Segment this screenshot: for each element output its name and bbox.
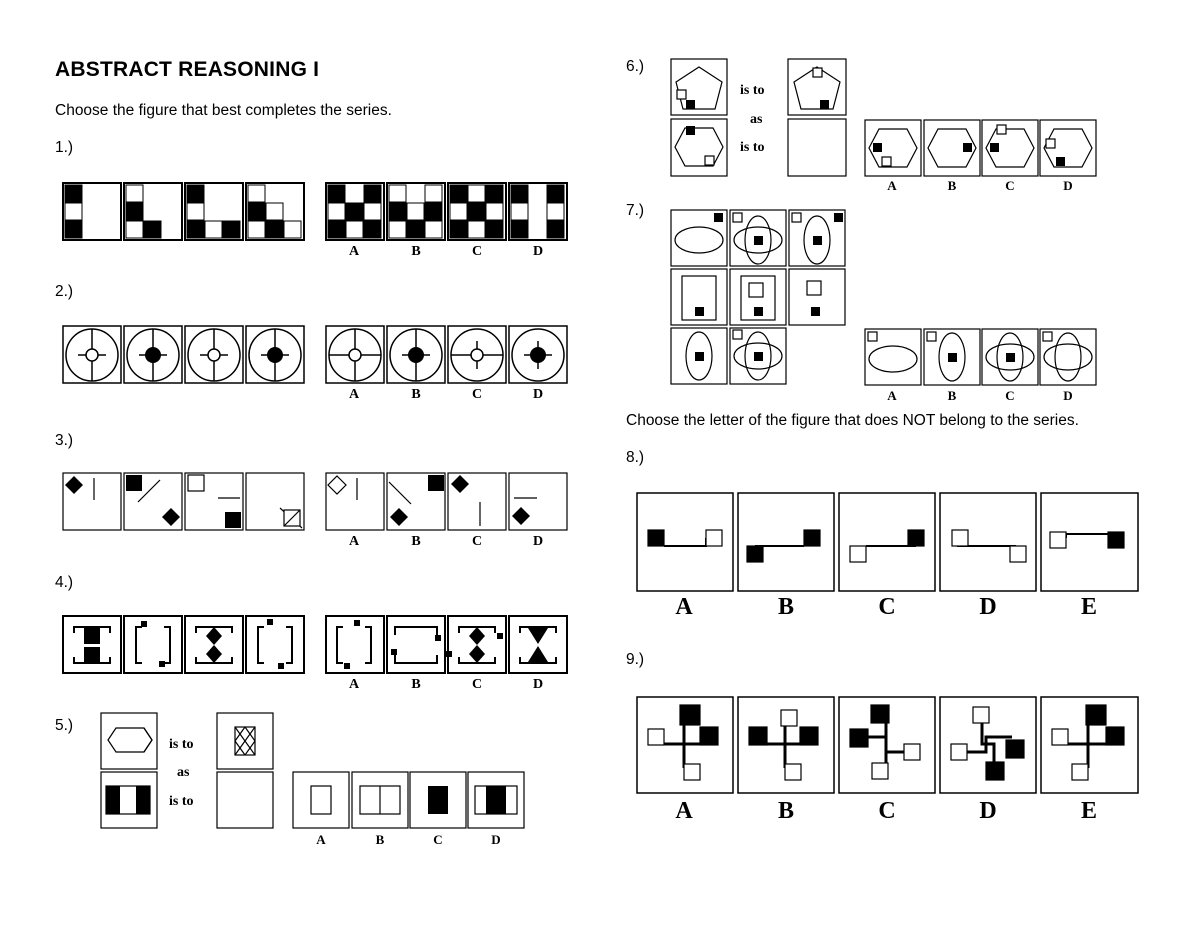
q6-as: as — [750, 112, 763, 127]
q7-option-d-label[interactable]: D — [1063, 388, 1073, 403]
question-4-series — [62, 615, 305, 674]
q7-option-a-label[interactable]: A — [887, 388, 897, 403]
q9-option-d-label[interactable]: D — [979, 798, 997, 824]
q8-option-c-label[interactable]: C — [878, 594, 896, 620]
q8-option-d-label[interactable]: D — [979, 594, 997, 620]
instruction-odd-one-out: Choose the letter of the figure that doe… — [626, 412, 1079, 429]
q3-option-d-label[interactable]: D — [532, 534, 544, 549]
q8-option-e-label[interactable]: E — [1080, 594, 1097, 620]
question-5-number: 5.) — [55, 717, 74, 734]
question-3-options — [325, 472, 568, 531]
q6-is-to-2: is to — [740, 140, 765, 155]
q6-is-to-1: is to — [740, 83, 765, 98]
q9-option-a-label[interactable]: A — [675, 798, 693, 824]
q5-as: as — [177, 765, 190, 780]
question-6-options — [864, 119, 1097, 177]
question-2-options — [325, 325, 568, 384]
question-1-series — [62, 182, 305, 241]
question-2-number: 2.) — [55, 283, 74, 300]
q1-option-a-label[interactable]: A — [348, 244, 360, 259]
q2-option-d-label[interactable]: D — [532, 387, 544, 402]
question-9-options — [636, 696, 1139, 794]
question-6-analogy — [670, 58, 847, 177]
q3-option-a-label[interactable]: A — [348, 534, 360, 549]
q5-is-to-2: is to — [169, 794, 194, 809]
q9-option-c-label[interactable]: C — [878, 798, 896, 824]
question-3-series — [62, 472, 305, 531]
instruction-complete: Choose the figure that best completes th… — [55, 102, 392, 119]
question-4-number: 4.) — [55, 574, 74, 591]
q1-option-d-label[interactable]: D — [532, 244, 544, 259]
question-6-number: 6.) — [626, 58, 645, 75]
question-3-number: 3.) — [55, 432, 74, 449]
q2-option-a-label[interactable]: A — [348, 387, 360, 402]
question-2-series — [62, 325, 305, 384]
q4-option-c-label[interactable]: C — [471, 677, 483, 692]
q6-option-b-label[interactable]: B — [947, 178, 957, 193]
q5-is-to-1: is to — [169, 737, 194, 752]
q4-option-d-label[interactable]: D — [532, 677, 544, 692]
q4-option-b-label[interactable]: B — [411, 677, 421, 692]
q6-option-d-label[interactable]: D — [1063, 178, 1073, 193]
q8-option-a-label[interactable]: A — [675, 594, 693, 620]
question-7-number: 7.) — [626, 202, 645, 219]
q5-option-a-label[interactable]: A — [316, 832, 326, 847]
q5-option-c-label[interactable]: C — [433, 832, 443, 847]
q7-option-b-label[interactable]: B — [947, 388, 957, 403]
question-7-options — [864, 328, 1097, 386]
q8-option-b-label[interactable]: B — [777, 594, 794, 620]
q6-option-c-label[interactable]: C — [1005, 178, 1015, 193]
question-8-options — [636, 492, 1139, 592]
question-8-number: 8.) — [626, 449, 645, 466]
q4-option-a-label[interactable]: A — [348, 677, 360, 692]
q9-option-b-label[interactable]: B — [777, 798, 794, 824]
page-title: ABSTRACT REASONING I — [55, 58, 320, 81]
q5-option-b-label[interactable]: B — [375, 832, 385, 847]
question-5-options — [292, 771, 525, 829]
question-4-options — [325, 615, 568, 674]
question-5-analogy — [100, 712, 274, 829]
question-1-options — [325, 182, 568, 241]
q1-option-c-label[interactable]: C — [471, 244, 483, 259]
q2-option-b-label[interactable]: B — [411, 387, 421, 402]
q3-option-b-label[interactable]: B — [411, 534, 421, 549]
q3-option-c-label[interactable]: C — [471, 534, 483, 549]
q2-option-c-label[interactable]: C — [471, 387, 483, 402]
q5-option-d-label[interactable]: D — [491, 832, 501, 847]
q7-option-c-label[interactable]: C — [1005, 388, 1015, 403]
question-7-matrix — [670, 209, 846, 385]
q1-option-b-label[interactable]: B — [411, 244, 421, 259]
q6-option-a-label[interactable]: A — [887, 178, 897, 193]
question-9-number: 9.) — [626, 651, 645, 668]
question-1-number: 1.) — [55, 139, 74, 156]
q9-option-e-label[interactable]: E — [1080, 798, 1097, 824]
